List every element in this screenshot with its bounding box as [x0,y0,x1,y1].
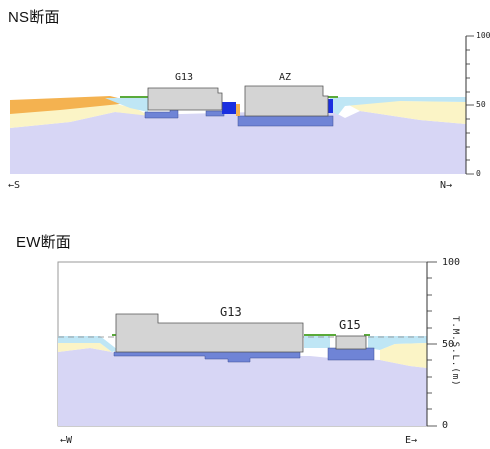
ew-direction-east: E→ [405,435,418,446]
ns-bedrock-layer [10,110,466,174]
ns-scale-label-top: 100 [476,31,490,40]
ns-sand-layer-left [10,102,150,128]
ns-g13-foundation [144,109,179,119]
ew-bedrock-layer [58,348,427,426]
ew-building-label-g13: G13 [220,305,242,319]
ns-water-layer-right [330,97,466,115]
ns-scale-label-mid: 50 [476,100,486,109]
ew-ground-strip-right [364,334,370,336]
ew-water-layer-right [368,336,427,350]
ns-g13-building [147,87,223,111]
ns-building-label-az: AZ [279,72,291,83]
ns-blue-block-right [328,99,333,113]
ew-water-layer-left [58,336,118,352]
ns-ground-strip-left [120,96,150,98]
ew-g13-building [115,313,304,353]
ew-scale-label-mid: 50 [442,339,455,350]
ns-orange-marker [236,104,240,116]
ns-sand-layer-right [345,101,466,124]
ew-frame [57,261,428,427]
ns-building-label-g13: G13 [175,72,193,83]
ns-direction-south: ←S [8,180,21,191]
ew-g15-foundation [327,347,375,361]
ew-axis-label: T.M.S.L.(m) [450,316,460,387]
ns-blue-block-left [222,102,236,114]
ns-direction-north: N→ [440,180,453,191]
ew-direction-west: ←W [60,435,73,446]
ns-az-foundation [237,115,334,127]
ns-orange-layer [10,96,130,114]
ns-scale-ticks [466,35,474,175]
ew-building-label-g15: G15 [339,318,361,332]
ew-water-layer-middle [304,336,330,348]
ew-g13-foundation [113,351,301,363]
ew-scale-label-top: 100 [442,257,461,268]
ew-scale-ticks [427,261,437,427]
ns-water-layer-left [105,98,148,112]
ew-ground-strip-left [112,334,118,336]
ns-section-title: NS断面 [8,9,60,26]
ns-scale-label-bottom: 0 [476,169,481,178]
ns-az-building [244,85,329,117]
ew-sand-layer-left [58,343,112,352]
ns-ground-strip-right [328,96,338,98]
ew-g15-building [335,335,367,350]
ew-ground-strip-middle [304,334,336,336]
ew-sand-layer-right [380,343,427,368]
ns-g13-foundation-right [205,110,225,117]
ew-section-title: EW断面 [16,234,71,251]
ew-scale-label-bottom: 0 [442,420,449,431]
